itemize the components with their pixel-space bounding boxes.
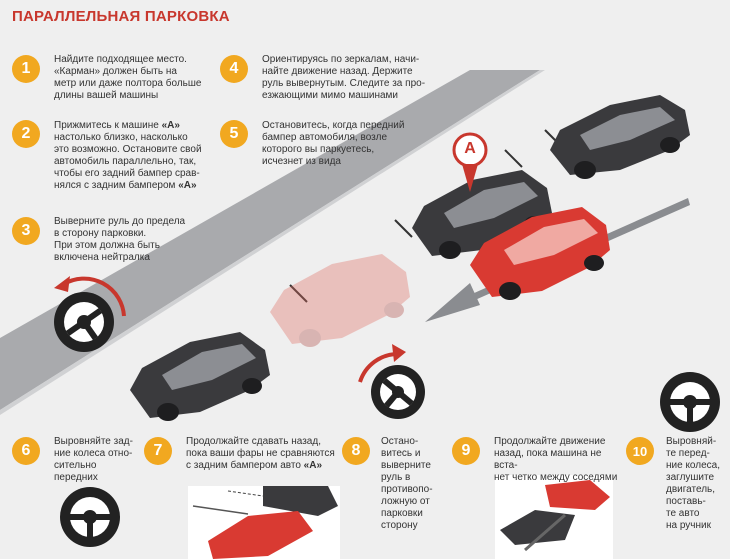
step-6-text: Выровняйте зад- ние колеса отно- сительн… xyxy=(54,436,133,483)
inset-step9 xyxy=(495,475,613,559)
step-3-text: Выверните руль до предела в сторону парк… xyxy=(54,216,186,263)
step-10-badge: 10 xyxy=(626,437,654,465)
step-8-text: Остано- витесь и выверните руль в против… xyxy=(381,436,433,531)
step-6-badge: 6 xyxy=(12,437,40,465)
marker-a-label: A xyxy=(464,140,476,157)
step-2-badge: 2 xyxy=(12,120,40,148)
marker-a-pin xyxy=(452,132,488,192)
red-car-main xyxy=(470,207,610,300)
step-4-badge: 4 xyxy=(220,55,248,83)
steering-wheel-icon xyxy=(358,344,425,419)
step-1-text: Найдите подходящее место. «Карман» долже… xyxy=(54,54,202,101)
car-parked-left xyxy=(130,332,270,421)
step-4-text: Ориентируясь по зеркалам, начи- найте дв… xyxy=(262,54,426,101)
steering-wheel-icon xyxy=(660,372,720,432)
inset-step7 xyxy=(188,486,340,559)
parking-lines xyxy=(289,129,561,303)
steering-wheel-icon xyxy=(60,487,120,547)
step-2-text: Прижмитесь к машине «А» настолько близко… xyxy=(54,120,202,191)
step-9-text: Продолжайте движение назад, пока машина … xyxy=(494,436,618,483)
steering-wheel-icon xyxy=(54,276,126,352)
step-5-text: Остановитесь, когда передний бампер авто… xyxy=(262,120,405,167)
page-title: ПАРАЛЛЕЛЬНАЯ ПАРКОВКА xyxy=(12,8,230,25)
step-7-badge: 7 xyxy=(144,437,172,465)
step-8-badge: 8 xyxy=(342,437,370,465)
step-1-badge: 1 xyxy=(12,55,40,83)
step-10-text: Выровняй- те перед- ние колеса, заглушит… xyxy=(666,436,721,531)
step-7-text: Продолжайте сдавать назад, пока ваши фар… xyxy=(186,436,335,471)
car-parked-right xyxy=(550,95,690,179)
step-3-badge: 3 xyxy=(12,217,40,245)
step-5-badge: 5 xyxy=(220,120,248,148)
step-9-badge: 9 xyxy=(452,437,480,465)
ghost-red-car xyxy=(270,254,410,347)
